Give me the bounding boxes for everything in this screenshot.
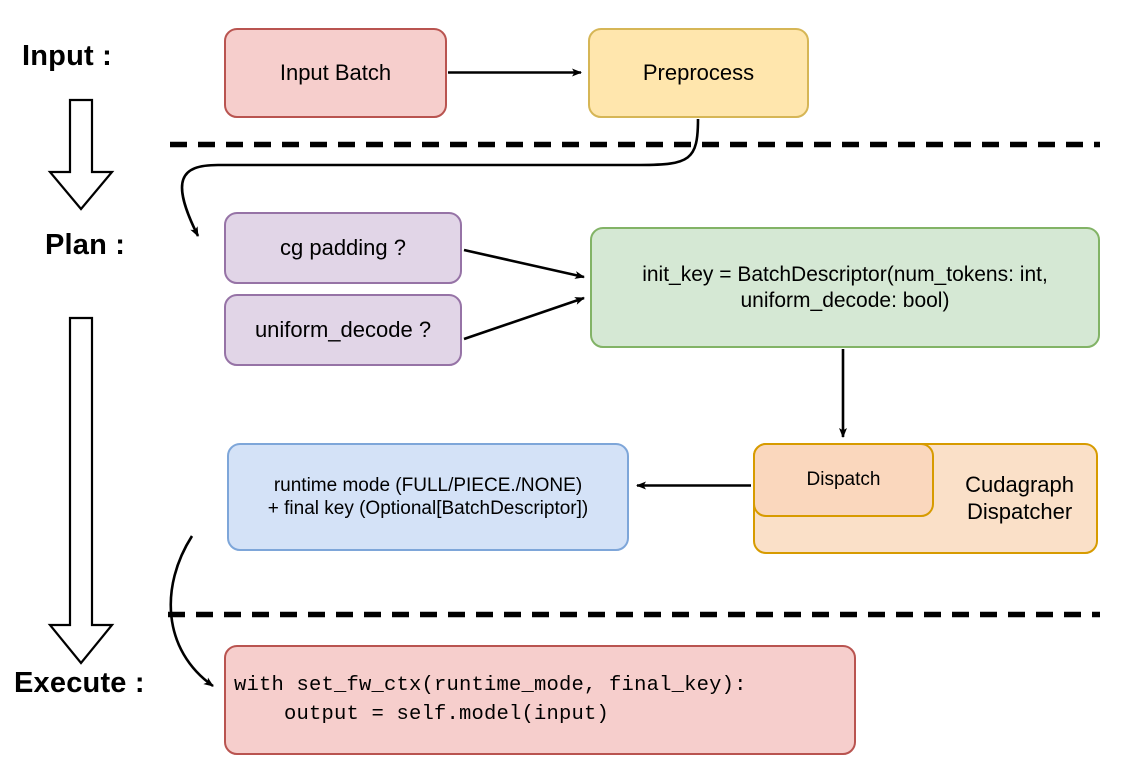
node-runtime-mode-text: runtime mode (FULL/PIECE./NONE) + final … (268, 474, 589, 520)
node-uniform-decode-label: uniform_decode ? (254, 316, 432, 342)
node-cg-padding[interactable]: cg padding ? (224, 212, 462, 284)
arrow-runtime-mode-to-code (169, 535, 214, 688)
node-cg-padding-label: cg padding ? (280, 234, 406, 260)
node-init-key-text: init_key = BatchDescriptor(num_tokens: i… (642, 262, 1048, 313)
node-input-batch-label: Input Batch (279, 59, 392, 85)
node-code-block-text: with set_fw_ctx(runtime_mode, final_key)… (234, 673, 747, 726)
node-init-key-line1: init_key = BatchDescriptor(num_tokens: i… (642, 262, 1048, 286)
node-cudagraph-dispatcher-line1: Cudagraph (965, 471, 1074, 497)
arrow-uniform-decode-to-init-key (463, 296, 585, 341)
node-init-key[interactable]: init_key = BatchDescriptor(num_tokens: i… (590, 227, 1100, 348)
node-runtime-mode-line2: + final key (Optional[BatchDescriptor]) (267, 498, 589, 519)
stage-label-execute: Execute : (14, 667, 145, 699)
node-dispatch[interactable]: Dispatch (753, 443, 934, 517)
node-cudagraph-dispatcher-line2: Dispatcher (966, 498, 1073, 524)
stage-arrow-plan-to-execute (47, 316, 115, 665)
node-preprocess[interactable]: Preprocess (588, 28, 809, 118)
node-uniform-decode[interactable]: uniform_decode ? (224, 294, 462, 366)
node-cudagraph-dispatcher-text: Cudagraph Dispatcher (965, 472, 1074, 526)
stage-label-plan: Plan : (45, 229, 126, 261)
node-runtime-mode-line1: runtime mode (FULL/PIECE./NONE) (273, 474, 583, 496)
node-preprocess-label: Preprocess (642, 59, 755, 85)
node-runtime-mode[interactable]: runtime mode (FULL/PIECE./NONE) + final … (227, 443, 629, 551)
stage-arrow-input-to-plan (47, 98, 115, 211)
node-code-block[interactable]: with set_fw_ctx(runtime_mode, final_key)… (224, 645, 856, 755)
node-dispatch-label: Dispatch (806, 469, 881, 491)
node-init-key-line2: uniform_decode: bool) (740, 288, 950, 312)
node-input-batch[interactable]: Input Batch (224, 28, 447, 118)
arrow-cg-padding-to-init-key (463, 248, 585, 279)
stage-label-input: Input : (22, 40, 112, 72)
